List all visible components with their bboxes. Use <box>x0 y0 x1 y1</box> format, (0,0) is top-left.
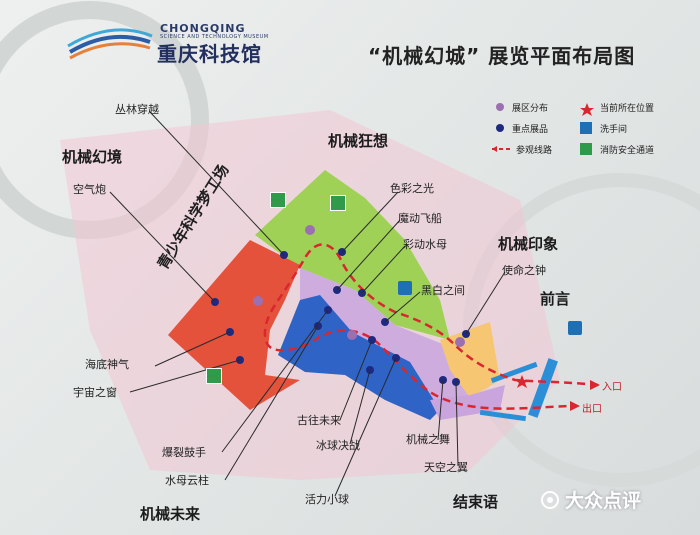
leader-line <box>221 309 329 453</box>
logo-cn: 重庆科技馆 <box>157 42 262 66</box>
zone-markers <box>253 225 465 347</box>
zone-marker-dot <box>305 225 315 235</box>
entrance-label: 入口 <box>602 382 622 393</box>
legend-label-exhibit: 重点展品 <box>512 125 549 135</box>
leader-lines <box>109 111 506 497</box>
museum-logo-graphic <box>67 28 153 60</box>
exhibit-label-huoli: 活力小球 <box>305 493 349 506</box>
dianping-icon <box>541 490 559 509</box>
zone-marker-dot <box>347 330 357 340</box>
exhibit-label-shuimu-yunzhu: 水母云柱 <box>165 474 209 487</box>
exit-arrow <box>570 401 580 411</box>
leader-line <box>334 357 397 497</box>
zone-marker-dot <box>455 337 465 347</box>
legend-red-star-icon <box>580 103 594 116</box>
leader-line <box>437 379 444 441</box>
leader-line <box>224 325 319 481</box>
exhibit-label-yuzhou: 宇宙之窗 <box>73 386 117 399</box>
current-position-star <box>515 375 529 388</box>
legend-fire-exit-icon <box>580 143 592 155</box>
gate-bar-main <box>528 358 558 418</box>
zone-red <box>168 240 300 410</box>
exhibit-label-tiankong: 天空之翼 <box>424 461 468 474</box>
exhibit-label-guwang: 古往未来 <box>297 414 341 427</box>
leader-line <box>339 339 373 421</box>
legend-label-current: 当前所在位置 <box>600 104 655 114</box>
exhibit-label-kongqipao: 空气炮 <box>73 183 106 196</box>
watermark-text: 大众点评 <box>565 490 642 512</box>
visit-route <box>263 243 599 410</box>
exhibit-label-baolie: 爆裂鼓手 <box>162 446 206 459</box>
exhibit-label-shiming: 使命之钟 <box>502 264 546 277</box>
exhibit-label-heibai: 黑白之间 <box>421 284 465 297</box>
zone-marker-dot <box>253 296 263 306</box>
exhibit-label-jixie-zhiwu: 机械之舞 <box>406 433 450 446</box>
leader-line <box>341 191 399 253</box>
leader-line <box>149 111 285 256</box>
legend-route-arrow-icon <box>492 146 497 152</box>
zone-label-jixie-yinxiang: 机械印象 <box>498 235 559 253</box>
page-title: “机械幻城” 展览平面布局图 <box>368 44 636 68</box>
zone-green <box>255 170 450 340</box>
restroom-icon <box>568 321 582 335</box>
leader-line <box>154 331 231 367</box>
leader-line <box>361 245 406 294</box>
zone-label-jixie-weilai: 机械未来 <box>140 505 201 523</box>
exhibit-label-secai: 色彩之光 <box>390 182 434 195</box>
leader-line <box>455 381 459 467</box>
dianping-watermark: 大众点评 <box>540 486 641 513</box>
restroom-icon <box>398 281 412 295</box>
fire-exit-icon <box>330 195 346 211</box>
fire-exit-icon <box>206 368 222 384</box>
legend-navy-dot-icon <box>496 124 504 132</box>
exhibit-label-conglin: 丛林穿越 <box>115 103 159 116</box>
zone-orange <box>440 322 500 398</box>
zone-label-jixie-kuangxiang: 机械狂想 <box>328 132 389 150</box>
logo-en-sub: SCIENCE AND TECHNOLOGY MUSEUM <box>160 34 269 40</box>
exhibit-label-haidi: 海底神气 <box>85 358 129 371</box>
entrance-arrow <box>590 380 600 390</box>
leader-line <box>129 359 241 393</box>
leader-line <box>336 219 401 291</box>
exhibit-label-modong-feichuan: 魔动飞船 <box>398 212 442 225</box>
leader-line <box>384 291 421 323</box>
logo-en: CHONGQING <box>160 22 246 35</box>
legend-restroom-icon <box>580 122 592 134</box>
leader-line <box>349 369 371 445</box>
legend-label-zone: 展区分布 <box>512 104 549 114</box>
exhibit-label-caidong-shuimu: 彩动水母 <box>403 238 447 251</box>
gate-bar-lower <box>479 409 527 422</box>
exit-label: 出口 <box>582 404 602 415</box>
gate-bar-upper <box>490 361 538 384</box>
exhibit-label-bingqiu: 冰球决战 <box>316 439 360 452</box>
leader-line <box>465 271 506 335</box>
zone-label-jixie-huanjing: 机械幻境 <box>62 148 123 166</box>
leader-line <box>109 191 216 303</box>
legend-label-fire-exit: 消防安全通道 <box>600 146 655 156</box>
legend-label-route: 参观线路 <box>516 146 553 156</box>
legend-label-restroom: 洗手间 <box>600 125 628 135</box>
fire-exit-icon <box>270 192 286 208</box>
zone-label-jieshuyu: 结束语 <box>453 493 499 511</box>
legend-purple-dot-icon <box>496 103 504 111</box>
zone-purple <box>300 268 470 405</box>
zone-label-qianyan: 前言 <box>540 290 571 308</box>
